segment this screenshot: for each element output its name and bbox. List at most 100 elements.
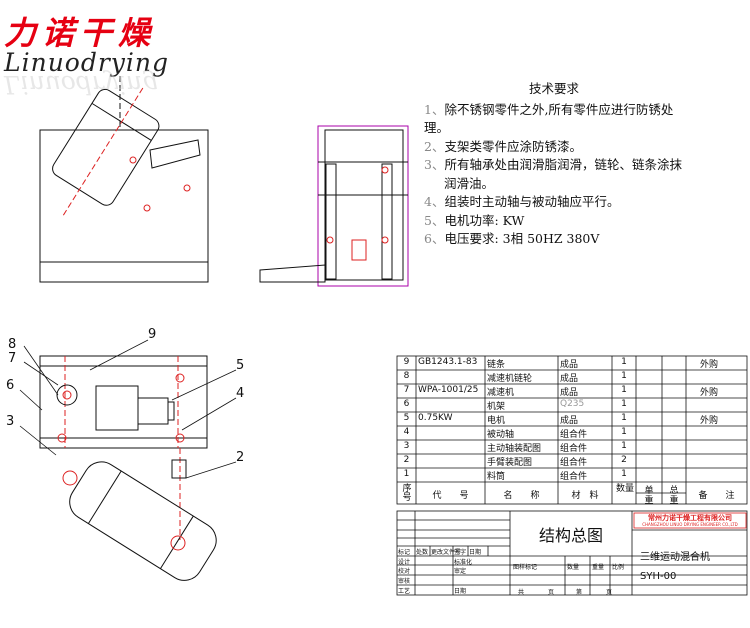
bom-cell-material: Q235 — [560, 399, 585, 409]
callout-3: 3 — [6, 414, 15, 429]
title-block-label: 设计 — [398, 559, 411, 566]
frame-side-view — [259, 125, 409, 287]
bom-cell-material: 组合件 — [560, 444, 588, 454]
title-block-label: 更改文件号 — [431, 549, 462, 556]
company-logo-cn: 力诺干燥 — [4, 14, 157, 52]
bom-header-material: 材 料 — [571, 491, 599, 501]
callout-8: 8 — [8, 337, 17, 352]
bom-table-grid — [396, 355, 748, 505]
bom-cell-no: 1 — [403, 469, 410, 479]
bom-cell-qty: 1 — [621, 441, 627, 451]
title-block-label: 页 — [548, 589, 555, 596]
stamp-text-cn: 常州力诺干燥工程有限公司 — [648, 514, 732, 522]
bom-header-qty: 数量 — [615, 484, 634, 494]
title-block-label: 重量 — [592, 564, 605, 571]
callout-2: 2 — [236, 450, 245, 465]
bom-cell-note: 外购 — [700, 360, 719, 370]
bom-header-no: 序号 — [402, 484, 412, 503]
bom-header-note: 备 注 — [698, 491, 735, 501]
bom-cell-qty: 1 — [621, 399, 627, 409]
bom-header: 序号 代 号 名 称 材 料 数量 单 总 重 重 备 注 — [397, 484, 747, 507]
bom-cell-code: 0.75KW — [418, 413, 453, 423]
bom-cell-no: 9 — [403, 357, 410, 367]
requirement-item: 5、电机功率: KW — [424, 212, 525, 228]
bom-cell-name: 电机 — [487, 416, 506, 426]
requirement-item: 2、支架类零件应涂防锈漆。 — [424, 138, 582, 154]
bom-header-code: 代 号 — [432, 491, 469, 501]
bom-header-name: 名 称 — [503, 491, 540, 501]
company-stamp — [633, 512, 747, 529]
requirement-item: 4、组装时主动轴与被动轴应平行。 — [424, 194, 620, 209]
bom-cell-name: 链条 — [487, 360, 506, 370]
bom-cell-material: 成品 — [560, 388, 579, 398]
requirement-item: 1、除不锈钢零件之外,所有零件应进行防锈处 — [424, 101, 674, 117]
bom-cell-name: 机架 — [487, 402, 506, 412]
bom-cell-qty: 1 — [621, 385, 627, 395]
company-logo-en: Linuodrying — [4, 48, 170, 77]
bom-cell-qty: 2 — [621, 455, 627, 465]
callout-9: 9 — [148, 327, 157, 342]
title-block-label: 数量 — [567, 564, 580, 571]
bom-cell-qty: 1 — [621, 357, 627, 367]
requirement-item-cont: 理。 — [424, 120, 450, 135]
bom-cell-material: 成品 — [560, 416, 579, 426]
bom-cell-qty: 1 — [621, 427, 627, 437]
title-block-label: 审定 — [454, 568, 467, 575]
drawing-number: SYH-00 — [640, 571, 677, 582]
title-block-label: 工艺 — [398, 588, 411, 595]
title-block-label: 审核 — [398, 578, 411, 585]
callout-7: 7 — [8, 351, 17, 366]
bom-cell-material: 组合件 — [560, 472, 588, 482]
callout-5: 5 — [236, 358, 245, 373]
bom-cell-qty: 1 — [621, 469, 627, 479]
bom-header-weight-single: 重 — [644, 496, 654, 506]
title-block-label: 页 — [606, 589, 613, 596]
bom-cell-note: 外购 — [700, 416, 719, 426]
company-logo-reflection: Linuodrying — [4, 70, 159, 99]
bom-cell-material: 成品 — [560, 374, 579, 384]
bom-cell-name: 手臂装配图 — [487, 458, 533, 468]
title-block-label: 签字 — [454, 549, 467, 556]
bom-header-unit-single: 单 — [644, 486, 654, 496]
title-block-label: 校对 — [398, 568, 411, 575]
bom-cell-qty: 1 — [621, 413, 627, 423]
title-block-label: 日期 — [469, 549, 482, 556]
title-block-label: 标准化 — [454, 559, 473, 566]
title-block-grid — [396, 510, 748, 596]
title-block-label: 图样标记 — [513, 564, 538, 571]
title-block-label: 第 — [576, 589, 583, 596]
stamp-text-en: CHANGZHOU LINUO DRYING ENGINEER CO.,LTD — [642, 522, 738, 527]
bom-cell-code: WPA-1001/25 — [418, 385, 479, 395]
bom-cell-no: 7 — [403, 385, 410, 395]
title-block-label: 比例 — [612, 564, 625, 571]
requirement-item: 6、电压要求: 3相 50HZ 380V — [424, 231, 600, 246]
bom-cell-material: 成品 — [560, 360, 579, 370]
bom-cell-name: 减速机 — [487, 388, 515, 398]
bom-cell-material: 组合件 — [560, 458, 588, 468]
callout-leaders — [19, 339, 237, 479]
bom-cell-name: 被动轴 — [487, 430, 515, 440]
technical-requirements: 技术要求 1、除不锈钢零件之外,所有零件应进行防锈处 理。 2、支架类零件应涂防… — [424, 80, 744, 249]
title-block-label: 标记 — [398, 549, 411, 556]
callout-6: 6 — [6, 378, 15, 393]
mixer-isometric-view — [39, 76, 209, 283]
bom-cell-name: 减速机链轮 — [487, 374, 533, 384]
callout-4: 4 — [236, 386, 245, 401]
bom-cell-material: 组合件 — [560, 430, 588, 440]
title-block-label: 日期 — [454, 588, 467, 595]
bom-cell-no: 4 — [403, 427, 410, 437]
bom-cell-no: 3 — [403, 441, 410, 451]
bom-cell-no: 8 — [403, 371, 410, 381]
drawing-title: 结构总图 — [538, 526, 603, 545]
bom-cell-no: 5 — [403, 413, 410, 423]
requirements-title: 技术要求 — [528, 81, 579, 96]
requirement-item-cont: 润滑油。 — [444, 175, 495, 191]
bom-cell-name: 料筒 — [487, 472, 506, 482]
bom-cell-note: 外购 — [700, 388, 719, 398]
bom-cell-code: GB1243.1-83 — [418, 357, 478, 367]
bom-header-weight-total: 重 — [669, 496, 679, 506]
bom-cell-no: 6 — [403, 399, 410, 409]
bom-cell-name: 主动轴装配图 — [487, 444, 542, 454]
product-name: 三维运动混合机 — [640, 552, 710, 563]
